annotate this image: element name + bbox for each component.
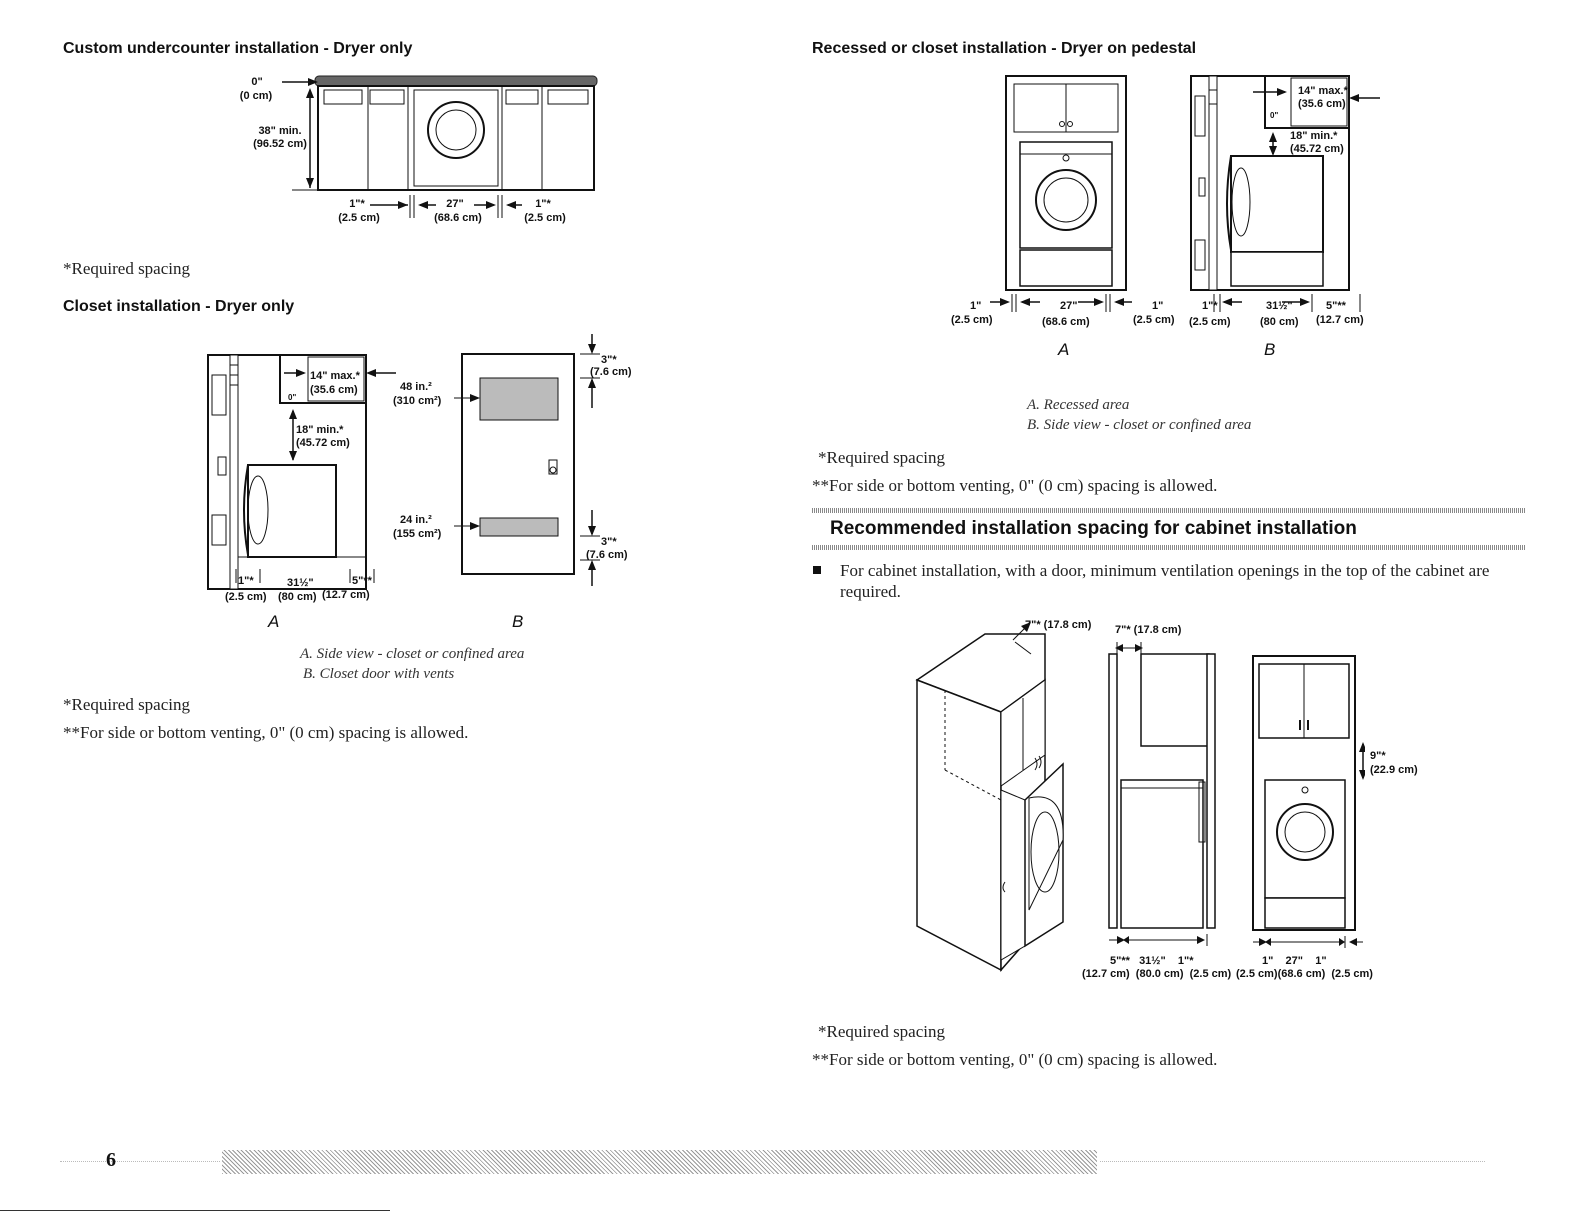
undercounter-top-dim: 0"	[251, 76, 263, 88]
cabinet-required-note: *Required spacing	[818, 1022, 945, 1041]
cabinet-row2-dims: 1" 27" 1"	[1262, 955, 1327, 967]
undercounter-diagram	[282, 75, 598, 218]
recessed-b-right: 5"**	[1326, 300, 1346, 312]
closet-bottom-left-cm: (2.5 cm)	[225, 591, 267, 603]
cabinet-front-diagram	[1252, 655, 1365, 948]
cabinet-nine-dim: 9"*	[1370, 750, 1386, 762]
closet-letter-b: B	[512, 612, 524, 631]
page-number: 6	[106, 1149, 116, 1171]
recessed-dimension-arrows	[990, 294, 1361, 312]
recessed-a-right-cm: (2.5 cm)	[1133, 314, 1175, 326]
recessed-b-mid: 31½"	[1266, 300, 1293, 312]
closet-venting-note: **For side or bottom venting, 0" (0 cm) …	[63, 723, 469, 742]
closet-bottom-mid: 31½"	[287, 577, 314, 589]
recessed-max14-cm: (35.6 cm)	[1298, 98, 1346, 110]
door-bottom-gap-cm: (7.6 cm)	[586, 549, 628, 561]
closet-letter-a: A	[268, 612, 280, 631]
recessed-a-left-cm: (2.5 cm)	[951, 314, 993, 326]
cabinet-row1-dims: 5"** 31½" 1"*	[1110, 955, 1194, 967]
recessed-zero: 0"	[1270, 111, 1279, 120]
vent-top-area: 48 in.²	[400, 381, 432, 393]
recessed-min18: 18" min.*	[1290, 130, 1338, 142]
recessed-min18-cm: (45.72 cm)	[1290, 143, 1344, 155]
bottom-rule	[0, 1210, 390, 1211]
closet-min18: 18" min.*	[296, 424, 344, 436]
door-top-gap: 3"*	[601, 354, 617, 366]
recessed-title: Recessed or closet installation - Dryer …	[812, 40, 1197, 57]
undercounter-right-gap: 1"*	[535, 198, 551, 210]
recessed-venting-note: **For side or bottom venting, 0" (0 cm) …	[812, 476, 1218, 495]
closet-door-diagram	[454, 334, 600, 586]
door-top-gap-cm: (7.6 cm)	[590, 366, 632, 378]
cabinet-top-left-dim: 7"* (17.8 cm)	[1025, 619, 1092, 631]
undercounter-height-dim-cm: (96.52 cm)	[253, 138, 307, 150]
cabinet-bullet-text: For cabinet installation, with a door, m…	[840, 561, 1490, 601]
closet-max14-cm: (35.6 cm)	[310, 384, 358, 396]
footer-rule-left	[60, 1161, 220, 1162]
closet-title: Closet installation - Dryer only	[63, 298, 295, 315]
undercounter-right-gap-cm: (2.5 cm)	[524, 212, 566, 224]
recessed-side-diagram	[1190, 75, 1380, 291]
recessed-b-mid-cm: (80 cm)	[1260, 316, 1299, 328]
closet-min18-cm: (45.72 cm)	[296, 437, 350, 449]
cabinet-row2-dims-cm: (2.5 cm)(68.6 cm) (2.5 cm)	[1236, 968, 1373, 980]
closet-max14: 14" max.*	[310, 370, 360, 382]
vent-bottom-area-cm: (155 cm²)	[393, 528, 442, 540]
closet-side-view	[207, 354, 396, 590]
vent-bottom-area: 24 in.²	[400, 514, 432, 526]
closet-bottom-right-cm: (12.7 cm)	[322, 589, 370, 601]
closet-zero: 0"	[288, 393, 297, 402]
cabinet-perspective-diagram	[915, 622, 1064, 972]
recessed-required-note: *Required spacing	[818, 448, 945, 467]
bullet-square-icon	[813, 566, 821, 574]
cabinet-row1-dims-cm: (12.7 cm) (80.0 cm) (2.5 cm)	[1082, 968, 1232, 980]
vent-top-area-cm: (310 cm²)	[393, 395, 442, 407]
closet-bottom-mid-cm: (80 cm)	[278, 591, 317, 603]
undercounter-width: 27"	[446, 198, 464, 210]
recessed-b-right-cm: (12.7 cm)	[1316, 314, 1364, 326]
recessed-b-left-cm: (2.5 cm)	[1189, 316, 1231, 328]
footer-hatched-bar	[222, 1150, 1097, 1174]
recessed-letter-b: B	[1264, 340, 1276, 359]
recessed-area-diagram	[1005, 75, 1127, 291]
recessed-max14: 14" max.*	[1298, 85, 1348, 97]
undercounter-required-note: *Required spacing	[63, 259, 190, 278]
undercounter-height-dim: 38" min.	[258, 125, 302, 137]
closet-bottom-right: 5"**	[352, 575, 372, 587]
recessed-letter-a: A	[1058, 340, 1070, 359]
footer-rule-right	[1100, 1161, 1485, 1162]
undercounter-left-gap: 1"*	[349, 198, 365, 210]
recessed-a-mid-cm: (68.6 cm)	[1042, 316, 1090, 328]
cabinet-venting-note: **For side or bottom venting, 0" (0 cm) …	[812, 1050, 1218, 1069]
recessed-caption-a: A. Recessed area	[1027, 397, 1130, 413]
undercounter-title: Custom undercounter installation - Dryer…	[63, 40, 413, 57]
cabinet-side-diagram	[1108, 642, 1216, 946]
recessed-a-right: 1"	[1152, 300, 1164, 312]
closet-caption-b: B. Closet door with vents	[303, 666, 455, 682]
recessed-a-left: 1"	[970, 300, 982, 312]
door-bottom-gap: 3"*	[601, 536, 617, 548]
undercounter-left-gap-cm: (2.5 cm)	[338, 212, 380, 224]
cabinet-heading-text: Recommended installation spacing for cab…	[830, 518, 1357, 539]
closet-required-note: *Required spacing	[63, 695, 190, 714]
undercounter-width-cm: (68.6 cm)	[434, 212, 482, 224]
undercounter-top-dim-cm: (0 cm)	[239, 90, 273, 102]
cabinet-nine-dim-cm: (22.9 cm)	[1370, 764, 1418, 776]
recessed-caption-b: B. Side view - closet or confined area	[1027, 417, 1252, 433]
cabinet-section-heading: Recommended installation spacing for cab…	[812, 508, 1525, 550]
cabinet-top-mid-dim: 7"* (17.8 cm)	[1115, 624, 1182, 636]
recessed-b-left: 1"*	[1202, 300, 1218, 312]
recessed-a-mid: 27"	[1060, 300, 1078, 312]
closet-caption-a: A. Side view - closet or confined area	[300, 646, 525, 662]
closet-bottom-left: 1"*	[238, 575, 254, 587]
